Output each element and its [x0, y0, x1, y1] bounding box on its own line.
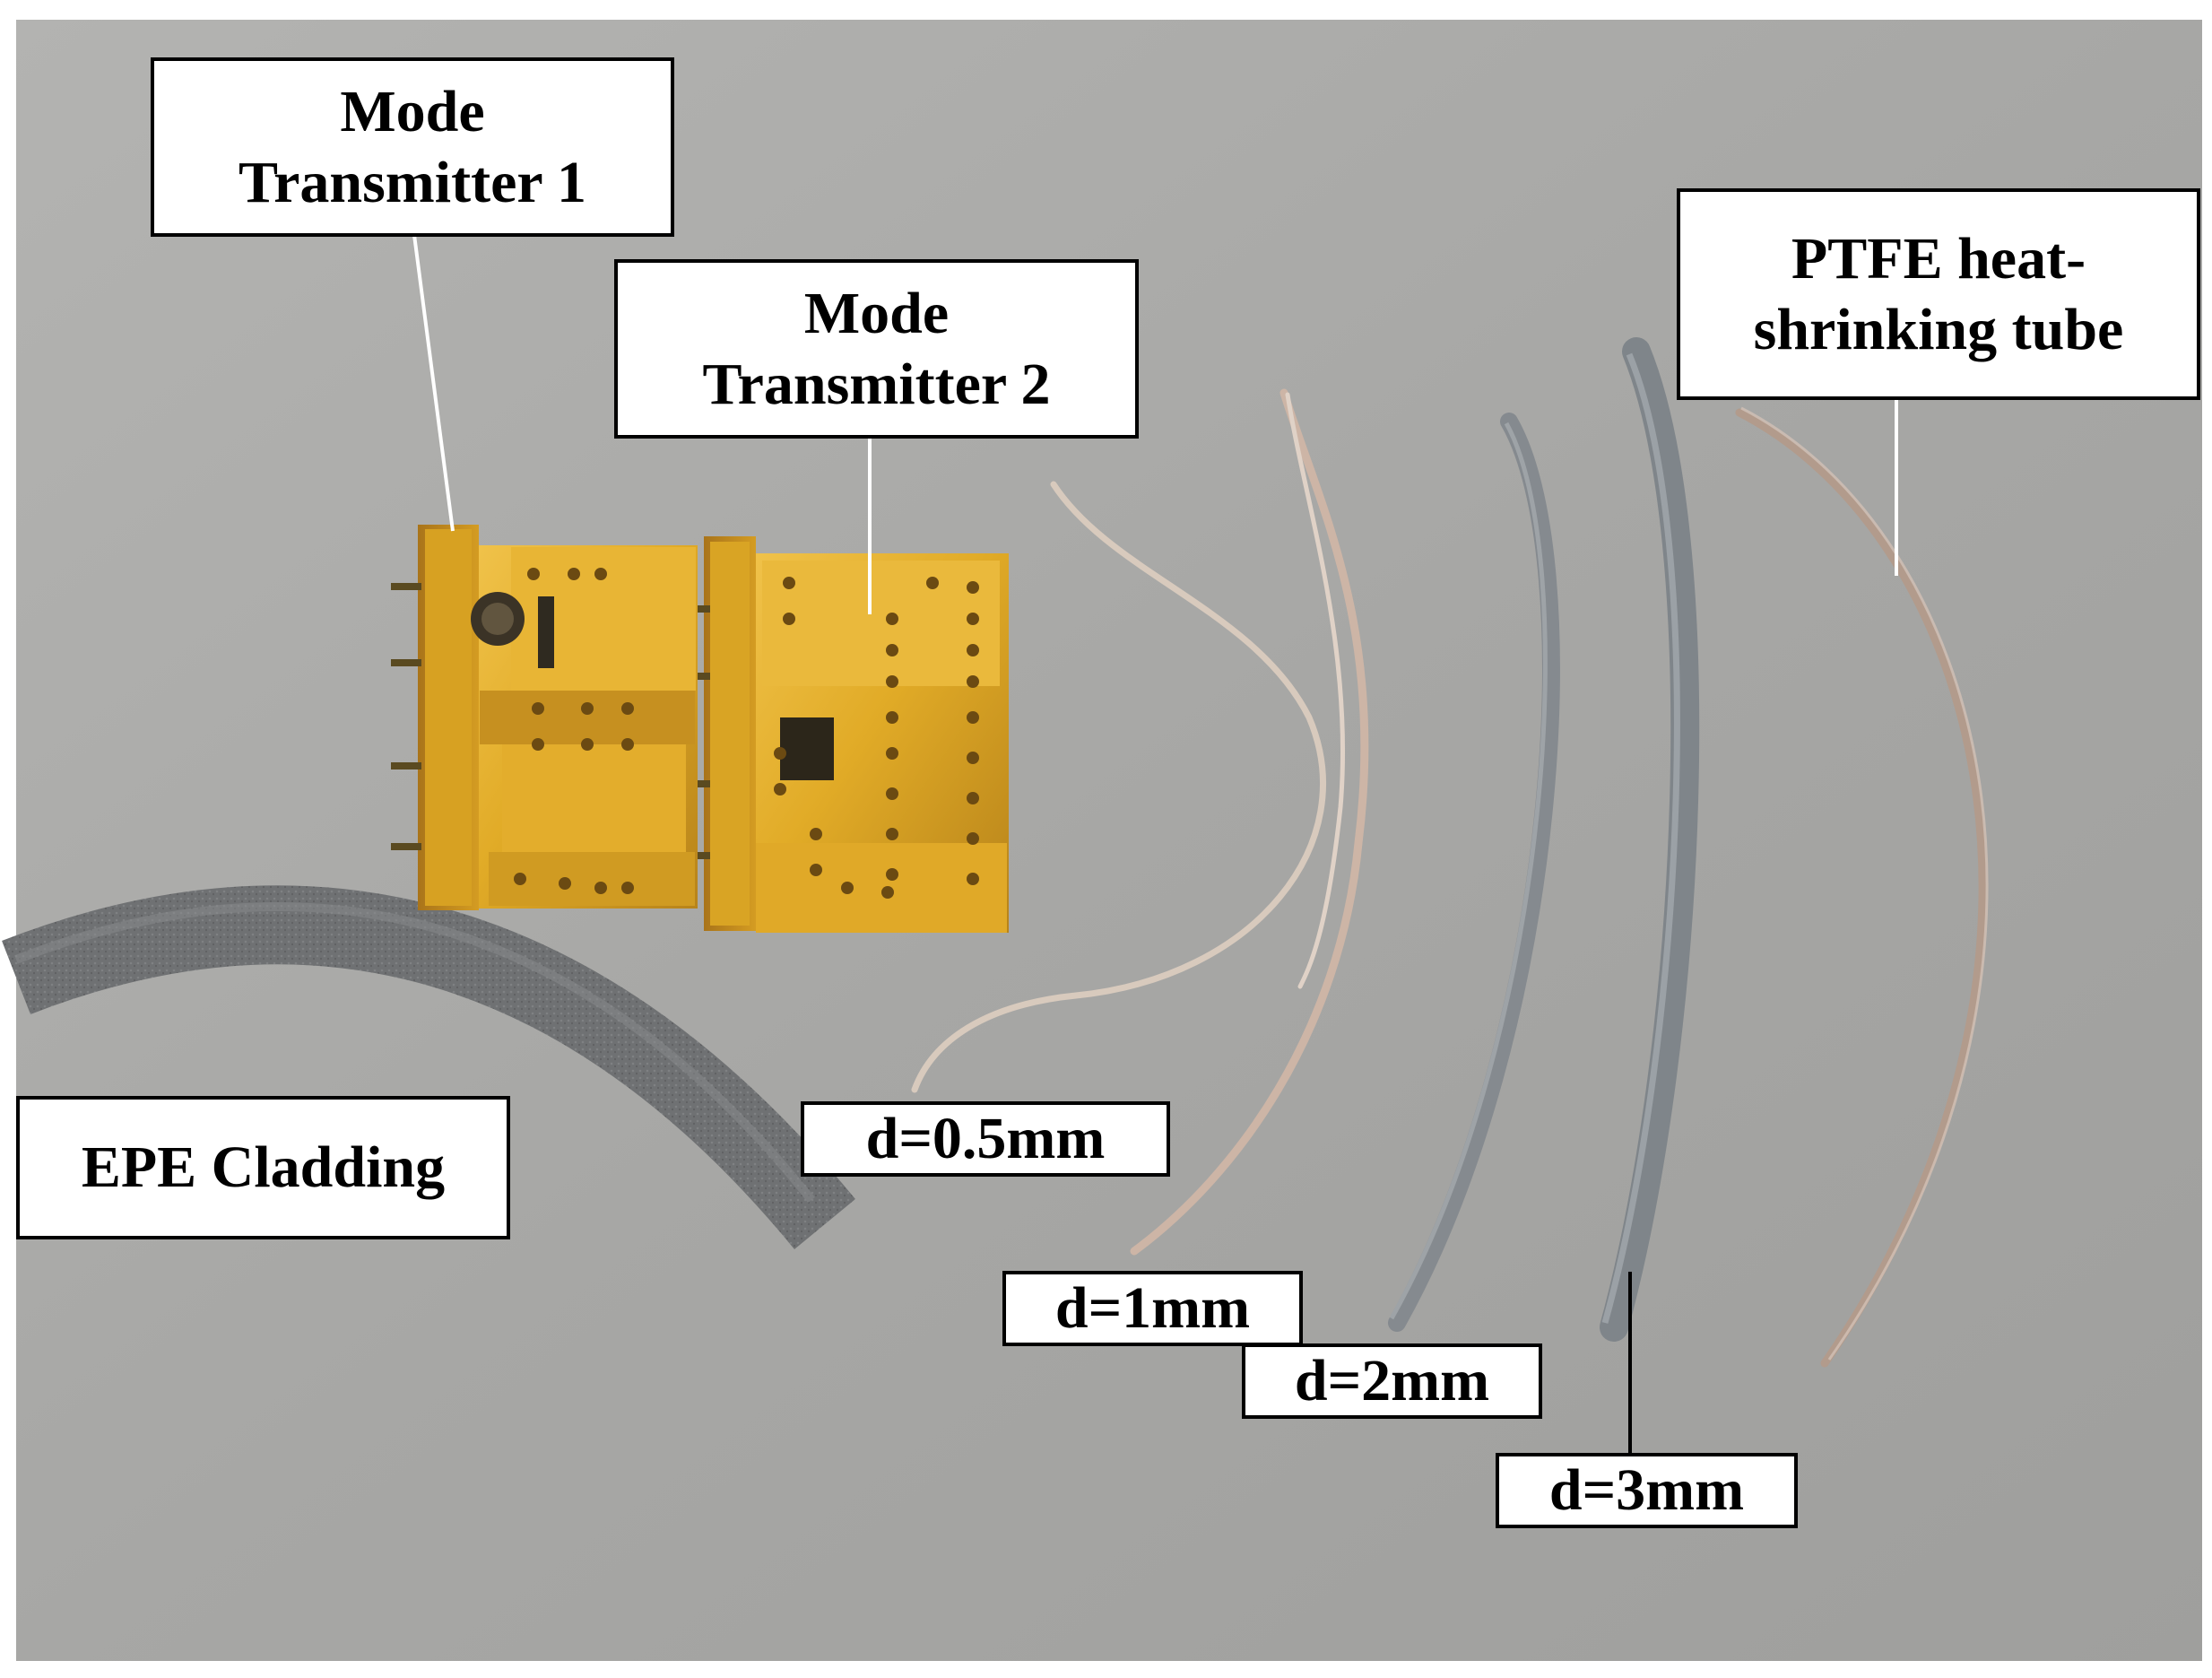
- leader-mode-transmitter-1: [412, 234, 455, 532]
- mode-transmitter-1-body: [391, 525, 698, 910]
- label-d-0.5mm: d=0.5mm: [801, 1101, 1170, 1177]
- waveguide-d-1mm-strand: [1285, 392, 1346, 989]
- label-ptfe-heat-shrinking-tube: PTFE heat- shrinking tube: [1677, 188, 2200, 400]
- label-d-2mm: d=2mm: [1242, 1343, 1542, 1419]
- waveguide-d-2mm: [1388, 413, 1560, 1332]
- mode-transmitter-2-body: [698, 536, 1009, 933]
- label-d-3mm: d=3mm: [1496, 1453, 1798, 1528]
- waveguide-d-3mm: [1600, 337, 1700, 1342]
- waveguide-d-1mm: [1130, 388, 1369, 1256]
- waveguide-d-0.5mm: [911, 481, 1326, 1093]
- label-d-1mm: d=1mm: [1002, 1271, 1303, 1346]
- ptfe-heat-shrinking-tube: [1735, 408, 1987, 1368]
- label-epe-cladding: EPE Cladding: [16, 1096, 510, 1239]
- epe-cladding-rod: [2, 885, 855, 1249]
- label-mode-transmitter-1: Mode Transmitter 1: [151, 57, 674, 237]
- epe-cladding-rod-highlight: [14, 902, 815, 1204]
- label-mode-transmitter-2: Mode Transmitter 2: [614, 259, 1139, 439]
